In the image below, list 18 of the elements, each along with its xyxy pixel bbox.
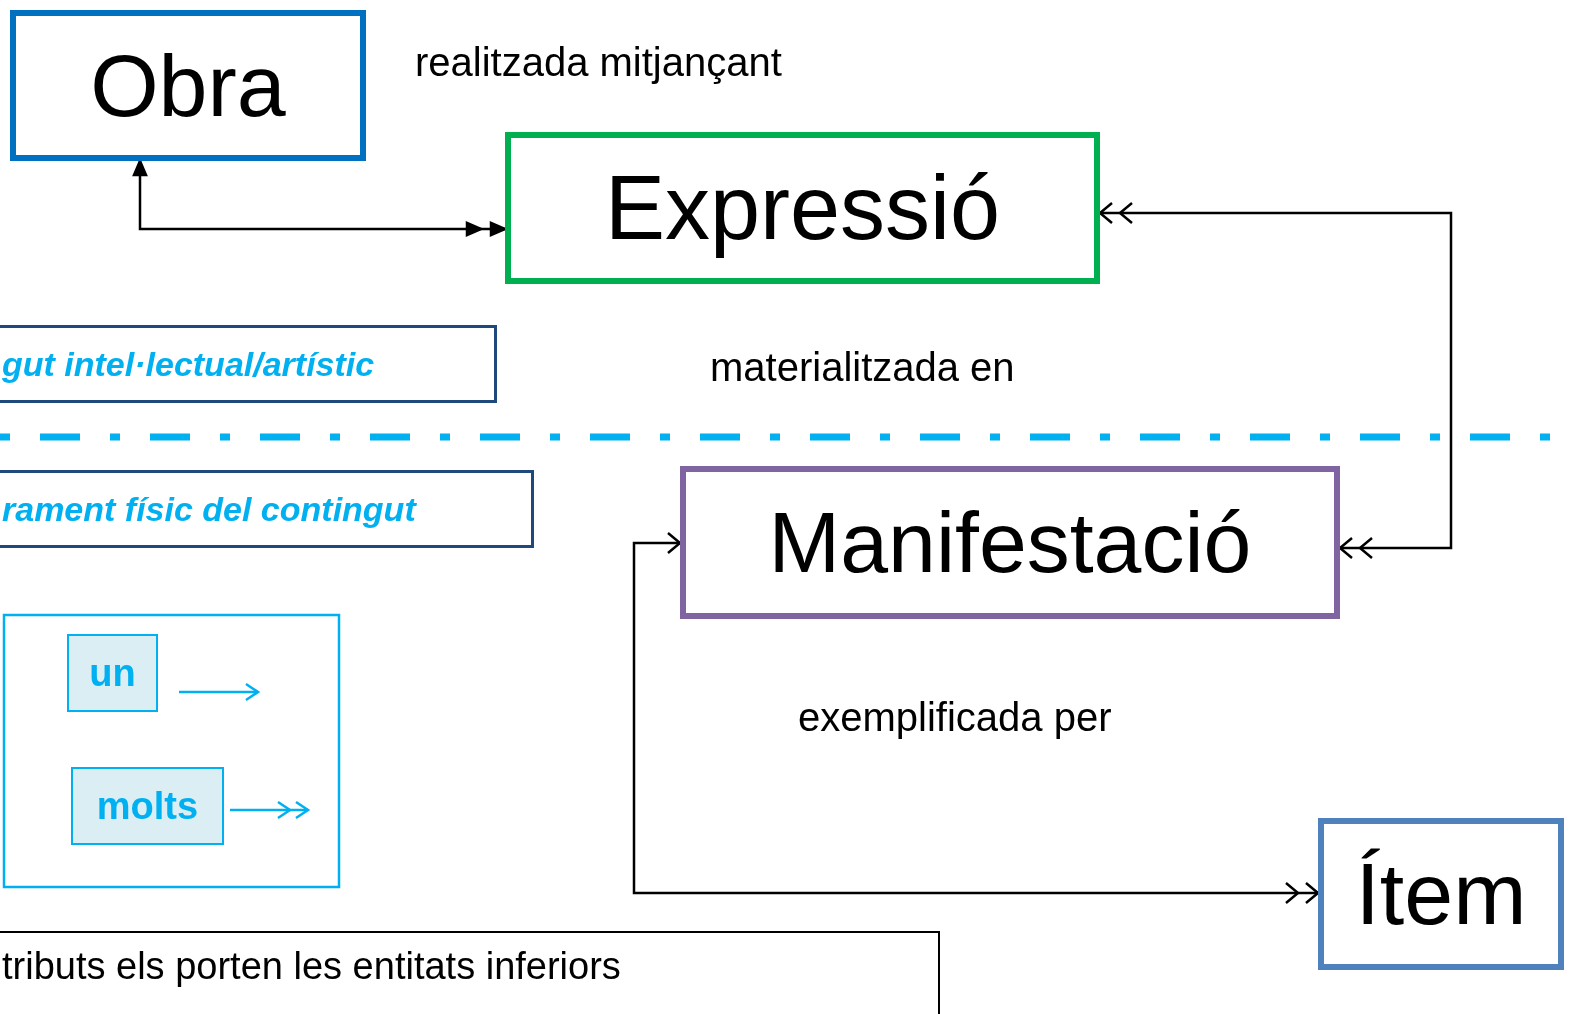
entity-name: Manifestació xyxy=(768,493,1252,592)
entity-box xyxy=(505,132,1100,284)
note-text: tributs els porten les entitats inferiors xyxy=(1,944,621,988)
legend-label: molts xyxy=(71,767,224,845)
connector-arrow xyxy=(132,159,507,237)
entity-box xyxy=(680,466,1340,619)
note-box xyxy=(0,931,940,1014)
category-label: rament físic del contingut xyxy=(1,489,416,529)
category-label: gut intel·lectual/artístic xyxy=(1,344,375,384)
category-box xyxy=(0,325,497,403)
entity-box xyxy=(1318,818,1564,970)
entity-box xyxy=(10,10,366,161)
entity-name: Expressió xyxy=(604,156,1001,260)
category-box xyxy=(0,470,534,548)
legend-label: un xyxy=(67,634,158,712)
entity-name: Obra xyxy=(90,34,286,137)
connector-arrow xyxy=(632,531,1320,905)
entity-name: Ítem xyxy=(1355,843,1527,945)
